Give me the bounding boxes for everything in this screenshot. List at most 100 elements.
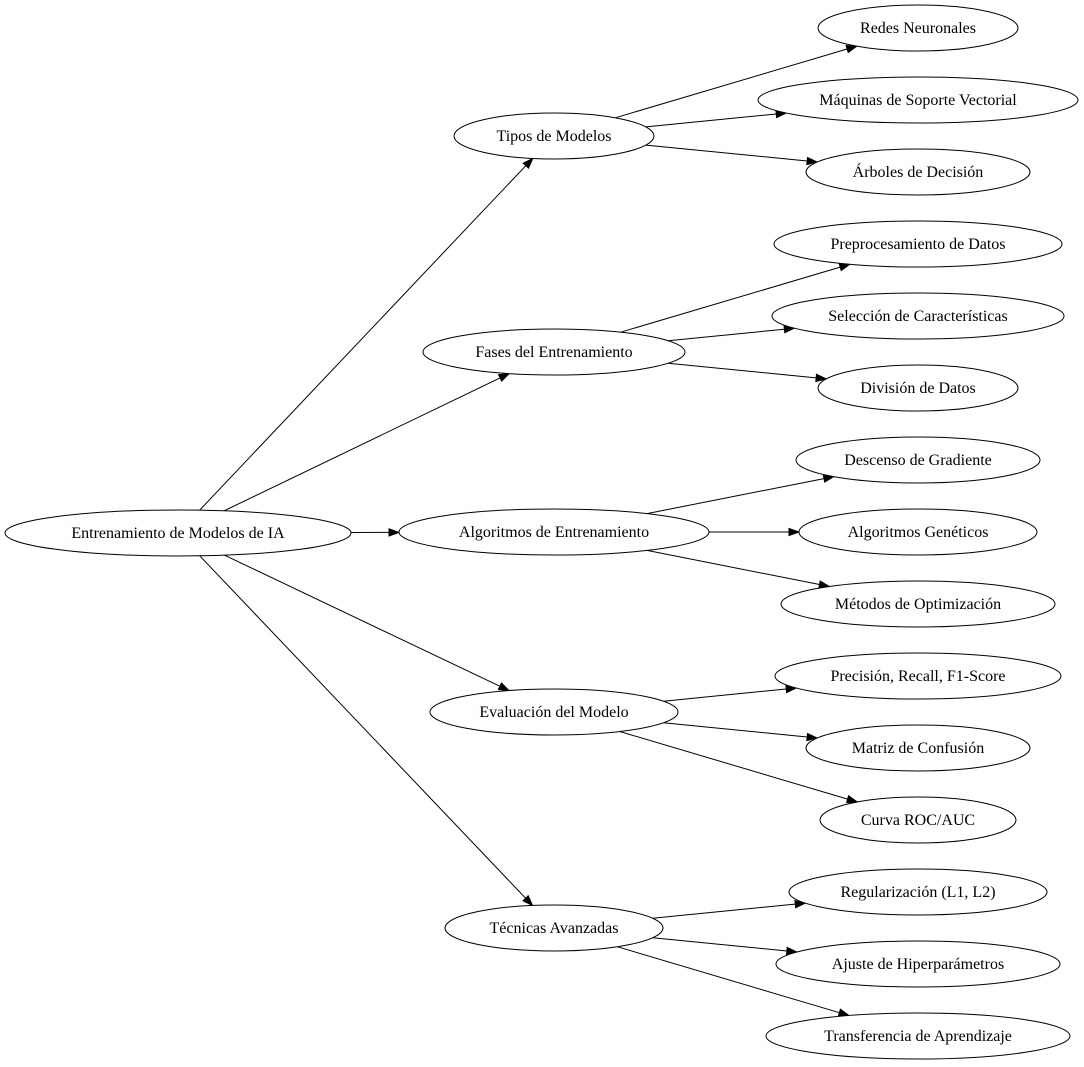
node-ellipse [398,508,710,556]
arrowhead-icon [806,156,819,166]
node-ellipse [788,868,1048,916]
node-ellipse [444,904,664,952]
edge-line [224,554,501,687]
node-label: Preprocesamiento de Datos [830,236,1005,253]
node-ellipse [819,796,1017,844]
node-label: Redes Neuronales [860,20,976,37]
edge-eval-matriz [663,722,819,742]
node-eval: Evaluación del Modelo [429,688,679,736]
node-ellipse [757,76,1079,124]
arrowhead-icon [806,732,819,742]
node-selec: Selección de Características [771,292,1065,340]
node-label: Métodos de Optimización [835,596,1001,613]
node-ellipse [817,364,1019,412]
node-algo: Algoritmos de Entrenamiento [398,508,710,556]
edge-line [646,478,825,515]
node-label: Técnicas Avanzadas [490,920,619,937]
node-desc: Descenso de Gradiente [795,436,1041,484]
node-ellipse [773,220,1063,268]
arrowhead-icon [815,373,828,383]
edge-line [645,113,777,128]
arrowhead-icon [497,372,511,383]
edge-line [663,722,808,738]
edge-root-fases [223,372,511,512]
edge-root-tec [199,555,534,907]
node-matriz: Matriz de Confusión [805,724,1031,772]
edge-line [223,377,501,512]
node-ellipse [453,112,655,160]
edge-line [615,48,848,119]
edge-root-tipos [199,157,534,511]
node-ellipse [429,688,679,736]
edge-tipos-arboles [645,144,819,166]
edge-tipos-redes [615,45,859,119]
arrowhead-icon [788,527,801,537]
edge-fases-selec [668,324,796,342]
edge-tipos-svm [645,109,788,128]
node-label: Fases del Entrenamiento [475,344,632,361]
edge-line [663,688,787,702]
node-label: Curva ROC/AUC [861,812,975,829]
edge-line [668,362,817,379]
node-prec: Precisión, Recall, F1-Score [774,652,1062,700]
node-label: Tipos de Modelos [497,128,612,145]
node-ellipse [422,328,686,376]
node-label: Árboles de Decisión [853,162,984,181]
node-ellipse [774,652,1062,700]
node-label: Algoritmos de Entrenamiento [459,524,649,541]
node-arboles: Árboles de Decisión [805,148,1031,196]
node-ellipse [775,940,1061,988]
edge-eval-prec [663,684,798,702]
edge-line [617,946,840,1014]
node-label: Selección de Características [828,308,1007,325]
edge-line [668,328,785,342]
node-ellipse [805,148,1031,196]
edge-line [646,549,820,585]
node-svm: Máquinas de Soporte Vectorial [757,76,1079,124]
node-label: Transferencia de Aprendizaje [824,1028,1012,1045]
nodes-layer: Entrenamiento de Modelos de IA Tipos de M… [4,4,1079,1060]
node-ellipse [795,436,1041,484]
edge-fases-divi [668,362,828,383]
arrowhead-icon [522,157,534,170]
edge-root-eval [224,554,511,692]
node-genet: Algoritmos Genéticos [798,508,1038,556]
node-root: Entrenamiento de Modelos de IA [4,509,352,557]
node-tipos: Tipos de Modelos [453,112,655,160]
node-prepro: Preprocesamiento de Datos [773,220,1063,268]
edge-line [652,937,787,952]
edge-tec-regul [652,899,807,919]
node-label: Algoritmos Genéticos [848,524,989,541]
edge-tec-ajuste [652,937,799,956]
edges-layer [199,45,859,1017]
node-label: Evaluación del Modelo [479,704,628,721]
arrowhead-icon [845,45,859,54]
arrowhead-icon [522,894,534,907]
node-roc: Curva ROC/AUC [819,796,1017,844]
node-label: División de Datos [860,380,976,397]
node-ellipse [780,580,1056,628]
node-optim: Métodos de Optimización [780,580,1056,628]
arrowhead-icon [845,794,859,804]
node-ajuste: Ajuste de Hiperparámetros [775,940,1061,988]
edge-line [652,903,796,919]
node-label: Precisión, Recall, F1-Score [830,668,1005,685]
node-label: Regularización (L1, L2) [840,884,995,901]
node-tec: Técnicas Avanzadas [444,904,664,952]
node-label: Ajuste de Hiperparámetros [832,956,1004,973]
node-ellipse [4,509,352,557]
arrowhead-icon [497,682,511,692]
node-regul: Regularización (L1, L2) [788,868,1048,916]
node-ellipse [805,724,1031,772]
edge-line [199,555,526,899]
node-divi: División de Datos [817,364,1019,412]
node-trans: Transferencia de Aprendizaje [765,1012,1071,1060]
edge-algo-desc [646,474,836,515]
node-label: Entrenamiento de Modelos de IA [71,525,285,542]
edge-algo-optim [646,549,831,589]
edge-line [645,144,808,162]
node-ellipse [771,292,1065,340]
node-fases: Fases del Entrenamiento [422,328,686,376]
edge-line [620,266,841,333]
